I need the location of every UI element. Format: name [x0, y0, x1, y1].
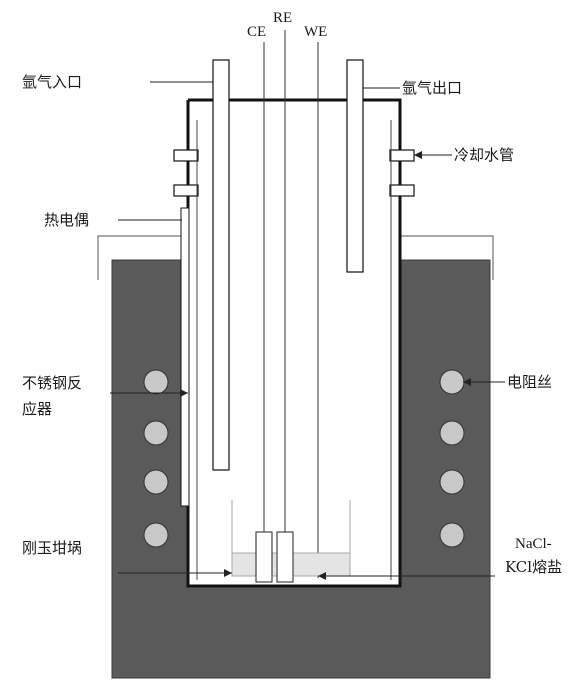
label-argon-inlet: 氩气入口 — [22, 73, 82, 91]
label-reactor-line1: 不锈钢反 — [22, 374, 82, 392]
furnace-frame-left — [97, 235, 188, 280]
coil-right-2 — [439, 420, 465, 446]
cooling-pipe-right-bottom — [389, 184, 415, 197]
thermocouple-rod — [180, 207, 190, 507]
cooling-pipe-left-top — [173, 149, 199, 162]
coil-right-3 — [439, 469, 465, 495]
arrow-resistance — [463, 378, 471, 386]
label-re: RE — [273, 10, 292, 26]
label-argon-outlet: 氩气出口 — [402, 79, 462, 97]
coil-right-1 — [439, 369, 465, 395]
label-resistance-wire: 电阻丝 — [507, 373, 552, 391]
label-reactor-line2: 应器 — [22, 400, 52, 418]
ce-electrode — [255, 531, 273, 583]
arrow-salt — [318, 572, 326, 580]
label-crucible: 刚玉坩埚 — [22, 539, 82, 557]
coil-right-4 — [439, 522, 465, 548]
coil-left-1 — [143, 369, 169, 395]
arrow-crucible — [224, 569, 232, 577]
cooling-pipe-left-bottom — [173, 184, 199, 197]
label-we: WE — [304, 24, 327, 40]
label-salt-line2: KCl熔盐 — [505, 558, 562, 576]
label-cooling-pipe: 冷却水管 — [454, 146, 514, 164]
label-salt-line1: NaCl- — [515, 536, 552, 552]
coil-left-3 — [143, 469, 169, 495]
coil-left-4 — [143, 522, 169, 548]
arrow-reactor — [180, 389, 188, 397]
label-thermocouple: 热电偶 — [44, 211, 89, 229]
cooling-pipe-right-top — [389, 149, 415, 162]
label-ce: CE — [247, 24, 266, 40]
furnace-frame-right — [400, 235, 494, 280]
argon-outlet-tube — [346, 59, 364, 273]
re-electrode — [276, 531, 294, 583]
arrow-cooling — [414, 151, 422, 159]
argon-inlet-tube — [212, 59, 230, 471]
coil-left-2 — [143, 420, 169, 446]
